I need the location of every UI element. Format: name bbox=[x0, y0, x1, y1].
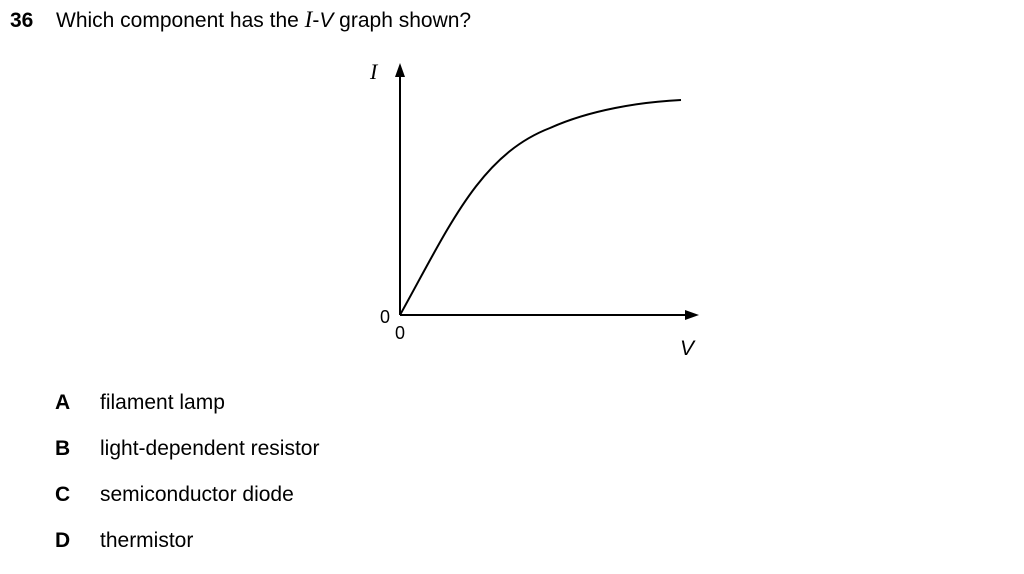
question-stem: 36 Which component has the I-V graph show… bbox=[10, 7, 471, 34]
x-axis-arrowhead bbox=[685, 310, 699, 320]
option-letter: A bbox=[55, 391, 71, 414]
question-text-start: Which component has the bbox=[56, 9, 305, 32]
y-axis-arrowhead bbox=[395, 63, 405, 77]
option-text: semiconductor diode bbox=[100, 483, 294, 506]
option-text: light-dependent resistor bbox=[100, 437, 320, 460]
option-letter: B bbox=[55, 437, 71, 460]
y-origin-label: 0 bbox=[380, 307, 390, 327]
y-axis-label: I bbox=[369, 59, 379, 84]
question-var-i: I bbox=[304, 7, 313, 32]
question-var-v: V bbox=[319, 9, 334, 32]
x-origin-label: 0 bbox=[395, 323, 405, 343]
option-letter: D bbox=[55, 529, 71, 552]
x-axis-label: V bbox=[680, 337, 696, 360]
iv-curve bbox=[399, 99, 682, 316]
option-letter: C bbox=[55, 483, 71, 506]
question-number: 36 bbox=[10, 9, 34, 32]
option-text: filament lamp bbox=[100, 391, 225, 414]
option-text: thermistor bbox=[100, 529, 194, 552]
iv-graph: I V 0 0 bbox=[369, 59, 699, 360]
question-text-end: graph shown? bbox=[333, 9, 472, 32]
question-dash: - bbox=[312, 9, 320, 32]
